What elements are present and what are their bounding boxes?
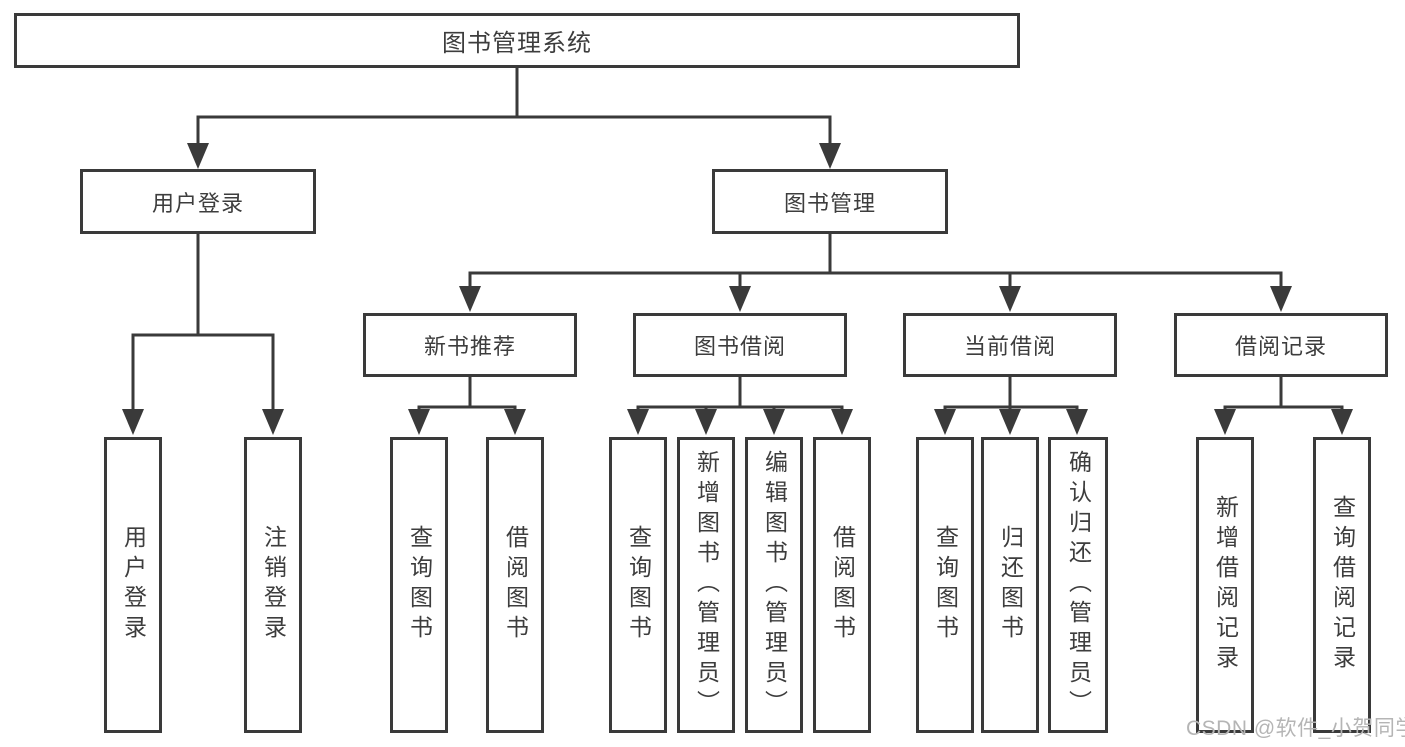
leaf-query-books-recommend: 查询图书 (390, 437, 448, 733)
node-book-management: 图书管理 (712, 169, 948, 234)
leaf-return-books: 归还图书 (981, 437, 1039, 733)
leaf-query-borrow-record: 查询借阅记录 (1313, 437, 1371, 733)
leaf-edit-books-admin: 编辑图书（管理员） (745, 437, 803, 733)
node-new-book-recommend: 新书推荐 (363, 313, 577, 377)
leaf-query-books-borrow: 查询图书 (609, 437, 667, 733)
node-current-borrow: 当前借阅 (903, 313, 1117, 377)
node-root-system: 图书管理系统 (14, 13, 1020, 68)
leaf-add-borrow-record: 新增借阅记录 (1196, 437, 1254, 733)
node-borrow-records: 借阅记录 (1174, 313, 1388, 377)
leaf-borrow-books-recommend: 借阅图书 (486, 437, 544, 733)
leaf-borrow-books: 借阅图书 (813, 437, 871, 733)
leaf-confirm-return-admin: 确认归还（管理员） (1048, 437, 1108, 733)
node-user-login: 用户登录 (80, 169, 316, 234)
leaf-user-login: 用户登录 (104, 437, 162, 733)
leaf-add-books-admin: 新增图书（管理员） (677, 437, 735, 733)
csdn-watermark: CSDN @软件_小贺同学 (1186, 717, 1405, 740)
node-book-borrow: 图书借阅 (633, 313, 847, 377)
leaf-logout: 注销登录 (244, 437, 302, 733)
leaf-query-books-current: 查询图书 (916, 437, 974, 733)
